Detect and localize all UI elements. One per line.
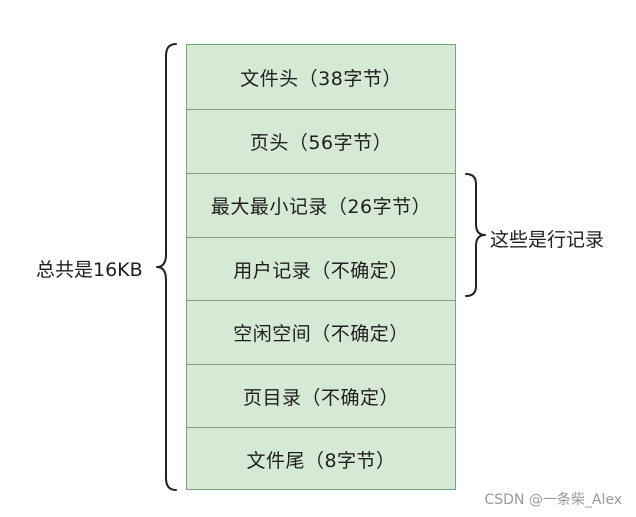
row-file-trailer: 文件尾（8字节） bbox=[187, 427, 455, 491]
row-page-directory: 页目录（不确定） bbox=[187, 364, 455, 427]
left-brace bbox=[156, 43, 177, 491]
row-free-space-label: 空闲空间（不确定） bbox=[233, 323, 409, 345]
row-file-trailer-label: 文件尾（8字节） bbox=[246, 450, 396, 472]
page-structure-stack: 文件头（38字节） 页头（56字节） 最大最小记录（26字节） 用户记录（不确定… bbox=[186, 44, 456, 490]
row-page-header-label: 页头（56字节） bbox=[249, 132, 393, 154]
right-brace bbox=[465, 173, 486, 297]
row-infimum-supremum: 最大最小记录（26字节） bbox=[187, 173, 455, 237]
row-infimum-supremum-label: 最大最小记录（26字节） bbox=[210, 196, 432, 218]
row-records-label: 这些是行记录 bbox=[490, 229, 605, 251]
row-free-space: 空闲空间（不确定） bbox=[187, 300, 455, 364]
row-user-records: 用户记录（不确定） bbox=[187, 237, 455, 300]
row-file-header: 文件头（38字节） bbox=[187, 45, 455, 109]
row-page-header: 页头（56字节） bbox=[187, 109, 455, 173]
total-size-label: 总共是16KB bbox=[36, 259, 143, 281]
watermark: CSDN @一条柴_Alex bbox=[484, 492, 622, 508]
row-user-records-label: 用户记录（不确定） bbox=[233, 259, 409, 282]
row-file-header-label: 文件头（38字节） bbox=[240, 67, 402, 90]
row-page-directory-label: 页目录（不确定） bbox=[242, 386, 399, 409]
